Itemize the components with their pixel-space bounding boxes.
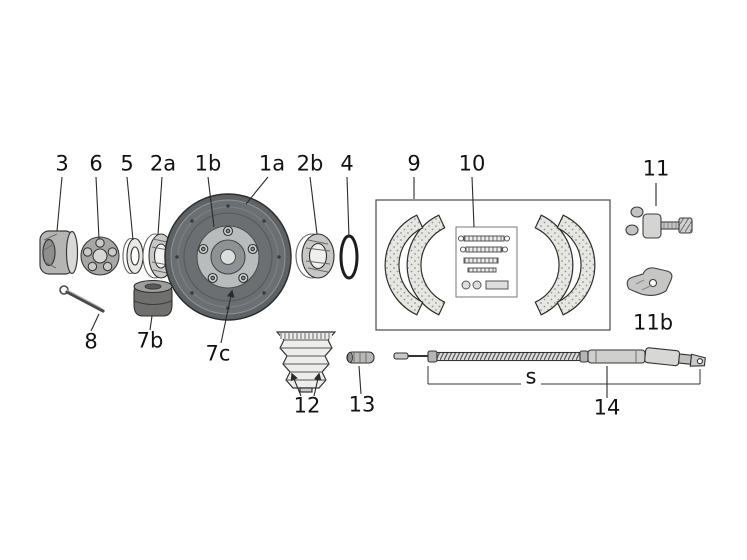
adjuster-lever <box>626 267 673 297</box>
brake-shoe-set-box <box>375 199 611 331</box>
leader-lines <box>56 176 657 398</box>
brake-shoe <box>406 214 446 316</box>
brake-shoe <box>384 214 424 316</box>
spring-hardware-kit-box <box>455 226 518 298</box>
hub-drum <box>164 193 292 321</box>
grease-seal <box>133 279 173 317</box>
brake-shoe <box>556 214 596 316</box>
brake-shoe <box>534 214 574 316</box>
bellows-boot <box>275 331 337 393</box>
rim-rivets <box>175 204 281 310</box>
cable-sleeve <box>346 351 375 364</box>
brake-cable-assembly <box>393 347 706 367</box>
outer-bearing <box>295 233 335 279</box>
cable-length-dimension <box>427 366 701 385</box>
hub-retainer-with-lugs <box>80 236 120 276</box>
o-ring <box>339 234 359 280</box>
adjuster-assembly <box>625 206 693 239</box>
cotter-pin <box>59 285 105 313</box>
wheel-studs <box>198 225 258 284</box>
grease-cap <box>39 230 79 275</box>
spindle-washer <box>122 237 144 275</box>
